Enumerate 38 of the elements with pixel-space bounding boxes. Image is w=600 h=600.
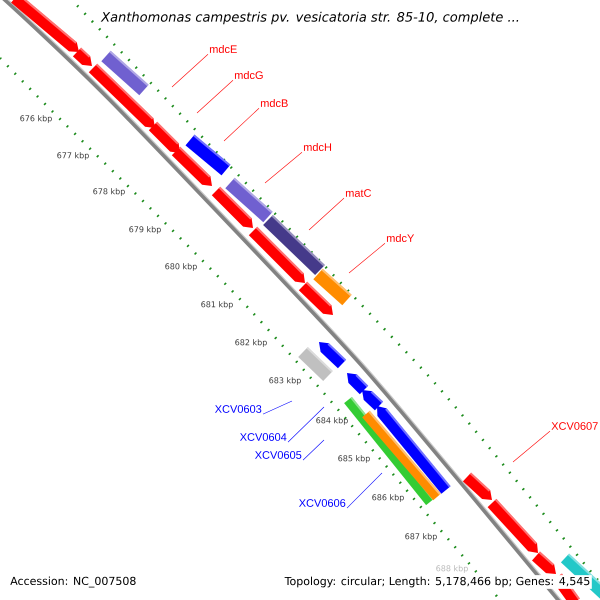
tick-label: 676 kbp xyxy=(20,115,52,123)
gene-label: mdcG xyxy=(234,70,263,80)
tick-label: 683 kbp xyxy=(269,377,301,385)
leader-line xyxy=(224,108,260,142)
tick-label: 679 kbp xyxy=(129,226,161,234)
gene-label: matC xyxy=(346,189,372,197)
leader-line xyxy=(302,440,324,460)
tick-label: 688 kbp xyxy=(436,565,468,573)
leader-line xyxy=(196,80,234,114)
tick-label: 685 kbp xyxy=(338,455,370,463)
tick-label: 681 kbp xyxy=(201,301,233,309)
leader-line xyxy=(512,430,550,462)
gene-label: XCV0606 xyxy=(298,499,346,507)
gene-label: XCV0607 xyxy=(551,422,598,430)
gene-label: XCV0604 xyxy=(240,433,286,441)
tick-label: 687 kbp xyxy=(405,533,437,541)
tick-label: 678 kbp xyxy=(93,188,125,196)
leader-line xyxy=(262,400,292,414)
gene-label: mdcH xyxy=(304,142,332,152)
gene-label: mdcB xyxy=(260,98,288,108)
gene-label: mdcY xyxy=(386,234,414,242)
gene-label: XCV0603 xyxy=(214,405,262,413)
leader-line xyxy=(288,406,324,442)
tick-label: 682 kbp xyxy=(235,339,267,347)
title: Xanthomonas campestris pv. vesicatoria str. 85-10, complete ... xyxy=(100,12,518,24)
gene-label: XCV0605 xyxy=(254,451,302,459)
tick-label: 686 kbp xyxy=(372,494,404,502)
accession-text: Accession: NC_007508 xyxy=(10,576,136,588)
tick-label: 684 kbp xyxy=(316,417,348,425)
leader-line xyxy=(308,198,344,230)
gene-label: mdcE xyxy=(210,44,237,54)
leader-line xyxy=(172,54,208,88)
leader-line xyxy=(346,472,382,508)
leader-line xyxy=(348,242,386,274)
tick-label: 680 kbp xyxy=(165,263,197,271)
leader-line xyxy=(264,152,302,184)
tick-label: 677 kbp xyxy=(57,152,89,160)
summary-text: Topology: circular; Length: 5,178,466 bp; Genes: 4,545 xyxy=(283,575,592,589)
